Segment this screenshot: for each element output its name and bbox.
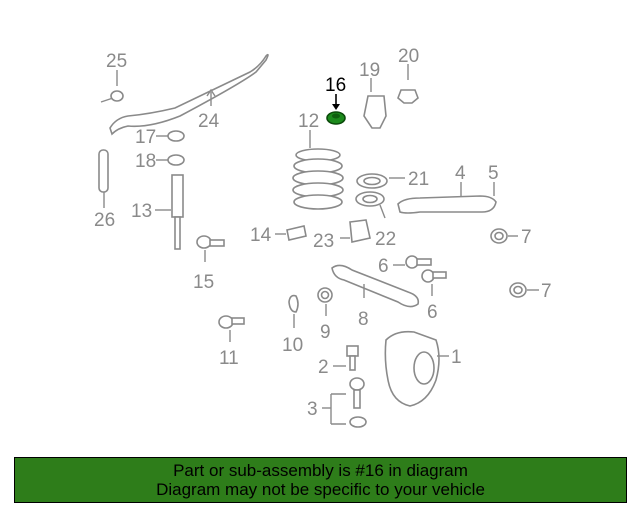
part-7-bushing-lower[interactable] bbox=[509, 282, 527, 298]
part-4-upper-control-arm[interactable] bbox=[397, 195, 497, 214]
callout-8: 8 bbox=[358, 309, 369, 330]
part-7-bushing-upper[interactable] bbox=[490, 228, 508, 244]
callout-14: 14 bbox=[250, 225, 272, 246]
callout-20: 20 bbox=[398, 46, 419, 67]
part-6-bolt-upper[interactable] bbox=[405, 255, 432, 269]
callout-12: 12 bbox=[298, 111, 319, 132]
part-9-bushing[interactable] bbox=[317, 287, 333, 303]
stabilizer-bar[interactable] bbox=[109, 53, 269, 136]
part-15-bolt[interactable] bbox=[196, 235, 225, 249]
part-6-bolt-lower[interactable] bbox=[421, 269, 447, 283]
part-17-insulator[interactable] bbox=[167, 130, 185, 142]
part-14-bumper[interactable] bbox=[286, 225, 307, 241]
parts-diagram: 24 25 17 18 26 13 12 16 19 bbox=[94, 46, 552, 428]
banner-line-2: Diagram may not be specific to your vehi… bbox=[156, 480, 485, 499]
callout-23: 23 bbox=[313, 231, 334, 252]
banner-line-1: Part or sub-assembly is #16 in diagram bbox=[173, 461, 468, 480]
callout-17: 17 bbox=[135, 127, 156, 148]
callout-21: 21 bbox=[408, 169, 429, 190]
part-1-steering-knuckle[interactable] bbox=[384, 330, 440, 407]
callout-7a: 7 bbox=[521, 227, 532, 248]
part-18-insulator[interactable] bbox=[167, 154, 185, 166]
callout-5: 5 bbox=[488, 163, 499, 184]
part-13-shock-absorber[interactable] bbox=[171, 174, 184, 250]
callout-6b: 6 bbox=[427, 302, 438, 323]
part-10-cap[interactable] bbox=[288, 294, 299, 313]
callout-16: 16 bbox=[325, 75, 346, 96]
info-banner: Part or sub-assembly is #16 in diagram D… bbox=[14, 457, 627, 503]
part-16-highlighted[interactable] bbox=[326, 111, 346, 125]
part-23-bumper[interactable] bbox=[349, 219, 371, 243]
callout-25: 25 bbox=[106, 51, 127, 72]
part-11-bolt[interactable] bbox=[218, 315, 245, 329]
callout-6a: 6 bbox=[378, 256, 389, 277]
callout-18: 18 bbox=[135, 151, 156, 172]
callout-1: 1 bbox=[451, 347, 462, 368]
callout-7b: 7 bbox=[541, 281, 552, 302]
callout-15: 15 bbox=[193, 272, 214, 293]
part-26-link[interactable] bbox=[98, 149, 109, 193]
part-3-ball-joint-assembly[interactable] bbox=[349, 377, 367, 428]
callout-2: 2 bbox=[318, 357, 329, 378]
part-2-ball-joint[interactable] bbox=[346, 345, 359, 371]
part-20-nut[interactable] bbox=[397, 89, 419, 104]
part-19-bracket[interactable] bbox=[363, 95, 387, 129]
callout-11: 11 bbox=[219, 348, 239, 369]
callout-24: 24 bbox=[198, 111, 220, 132]
callout-4: 4 bbox=[455, 163, 466, 184]
callout-22: 22 bbox=[375, 229, 396, 250]
part-25-bolt[interactable] bbox=[100, 90, 124, 103]
callout-3: 3 bbox=[307, 399, 318, 420]
callout-19: 19 bbox=[359, 60, 380, 81]
part-12-coil-spring[interactable] bbox=[292, 148, 344, 210]
callout-13: 13 bbox=[131, 201, 152, 222]
callout-26: 26 bbox=[94, 210, 115, 231]
part-21-spring-seat[interactable] bbox=[356, 173, 388, 189]
callout-10: 10 bbox=[282, 335, 303, 356]
part-8-lower-control-arm[interactable] bbox=[331, 264, 420, 308]
part-22-insulator[interactable] bbox=[355, 191, 385, 207]
callout-9: 9 bbox=[320, 322, 331, 343]
